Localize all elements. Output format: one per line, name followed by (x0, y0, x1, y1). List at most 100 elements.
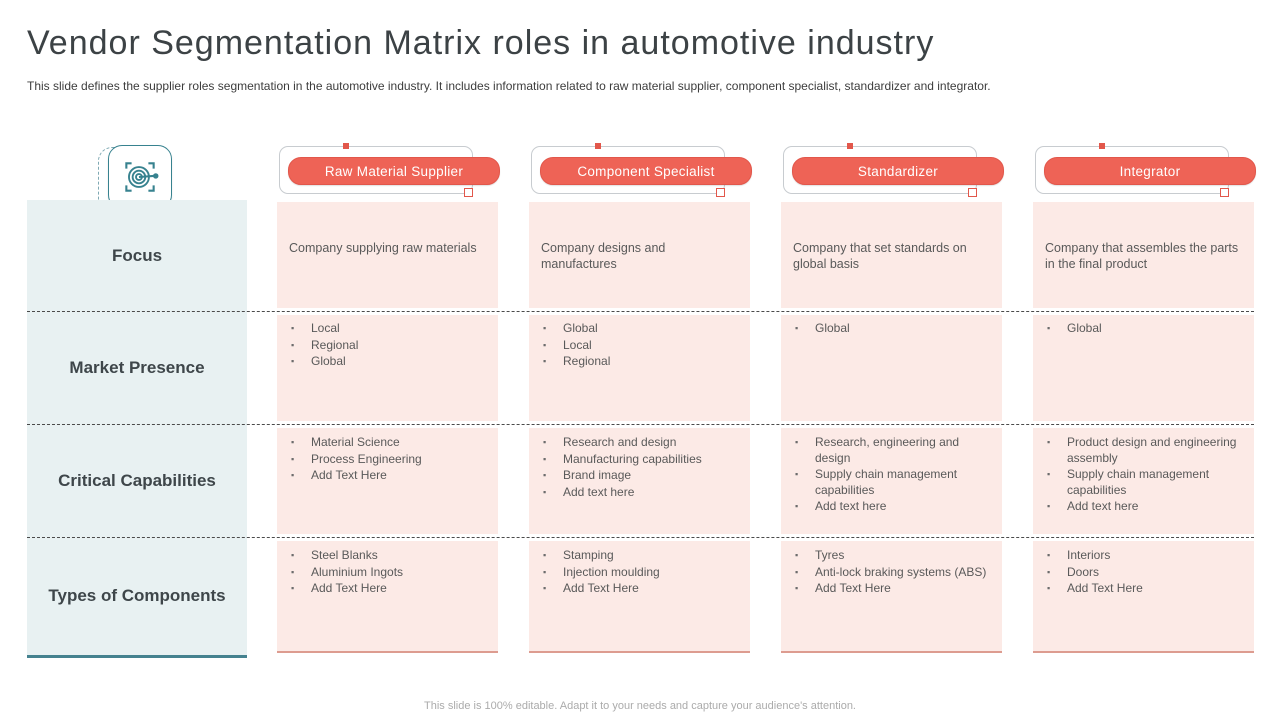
cell-market-presence: Global (781, 315, 1002, 421)
bullet-item: Steel Blanks (291, 548, 490, 565)
column-header: Standardizer (781, 143, 1004, 197)
row-label-text: Types of Components (48, 586, 226, 605)
red-square-marker (1099, 143, 1105, 149)
bullet-item: Product design and engineering assembly (1047, 435, 1246, 467)
bullet-list: GlobalLocalRegional (529, 321, 742, 371)
bullet-item: Brand image (543, 468, 742, 485)
column-integrator: Integrator Company that assembles the pa… (1033, 143, 1256, 657)
bullet-item: Process Engineering (291, 452, 490, 469)
bullet-item: Regional (543, 354, 742, 371)
bullet-item: Global (1047, 321, 1246, 338)
row-label-text: Critical Capabilities (58, 470, 216, 490)
red-square-outline-marker (1220, 188, 1229, 197)
bullet-item: Global (795, 321, 994, 338)
bullet-item: Supply chain management capabilities (1047, 467, 1246, 499)
bullet-item: Local (543, 338, 742, 355)
column-header-pill: Integrator (1044, 157, 1256, 185)
column-header: Component Specialist (529, 143, 752, 197)
red-square-marker (343, 143, 349, 149)
bullet-item: Add Text Here (291, 468, 490, 485)
slide-subtitle: This slide defines the supplier roles se… (27, 79, 991, 93)
column-header-label: Component Specialist (577, 163, 715, 179)
column-header-label: Raw Material Supplier (324, 163, 464, 179)
bullet-item: Global (543, 321, 742, 338)
column-header-pill: Standardizer (792, 157, 1004, 185)
bullet-item: Material Science (291, 435, 490, 452)
bullet-item: Aluminium Ingots (291, 565, 490, 582)
bullet-item: Research and design (543, 435, 742, 452)
bullet-list: StampingInjection mouldingAdd Text Here (529, 548, 742, 598)
bullet-list: Global (781, 321, 994, 338)
bullet-list: Research and designManufacturing capabil… (529, 435, 742, 501)
target-arrow-icon (125, 162, 159, 192)
cell-types-of-components: TyresAnti-lock braking systems (ABS)Add … (781, 541, 1002, 653)
cell-market-presence: LocalRegionalGlobal (277, 315, 498, 421)
bullet-item: Add text here (795, 499, 994, 516)
cell-focus: Company that assembles the parts in the … (1033, 202, 1254, 308)
cell-market-presence: GlobalLocalRegional (529, 315, 750, 421)
row-divider-dashed-line (27, 311, 1254, 312)
cell-types-of-components: StampingInjection mouldingAdd Text Here (529, 541, 750, 653)
red-square-marker (595, 143, 601, 149)
editable-note: This slide is 100% editable. Adapt it to… (424, 700, 856, 712)
cell-focus: Company supplying raw materials (277, 202, 498, 308)
row-label-text: Market Presence (69, 357, 205, 377)
bullet-item: Injection moulding (543, 565, 742, 582)
column-header: Integrator (1033, 143, 1256, 197)
bullet-item: Local (291, 321, 490, 338)
bullet-item: Stamping (543, 548, 742, 565)
bullet-item: Doors (1047, 565, 1246, 582)
cell-focus: Company that set standards on global bas… (781, 202, 1002, 308)
bullet-item: Interiors (1047, 548, 1246, 565)
page-title: Vendor Segmentation Matrix roles in auto… (27, 24, 935, 62)
column-standardizer: Standardizer Company that set standards … (781, 143, 1004, 657)
cell-focus: Company designs and manufactures (529, 202, 750, 308)
bullet-list: Material ScienceProcess EngineeringAdd T… (277, 435, 490, 485)
cell-types-of-components: Steel BlanksAluminium IngotsAdd Text Her… (277, 541, 498, 653)
red-square-outline-marker (464, 188, 473, 197)
row-divider-dashed-line (27, 537, 1254, 538)
cell-critical-capabilities: Material ScienceProcess EngineeringAdd T… (277, 428, 498, 534)
column-header: Raw Material Supplier (277, 143, 500, 197)
cell-critical-capabilities: Research, engineering and designSupply c… (781, 428, 1002, 534)
bullet-item: Add Text Here (543, 581, 742, 598)
bullet-item: Research, engineering and design (795, 435, 994, 467)
focus-text: Company that assembles the parts in the … (1045, 241, 1239, 271)
row-divider-dashed-line (27, 424, 1254, 425)
bullet-item: Global (291, 354, 490, 371)
bullet-list: Product design and engineering assemblyS… (1033, 435, 1246, 516)
bullet-list: Global (1033, 321, 1246, 338)
bullet-item: Regional (291, 338, 490, 355)
bullet-item: Manufacturing capabilities (543, 452, 742, 469)
column-component-specialist: Component Specialist Company designs and… (529, 143, 752, 657)
column-raw-material-supplier: Raw Material Supplier Company supplying … (277, 143, 500, 657)
bullet-item: Add Text Here (1047, 581, 1246, 598)
column-header-label: Integrator (1119, 163, 1181, 179)
bullet-list: TyresAnti-lock braking systems (ABS)Add … (781, 548, 994, 598)
row-label-text: Focus (111, 245, 163, 265)
bullet-item: Supply chain management capabilities (795, 467, 994, 499)
bullet-item: Add text here (543, 485, 742, 502)
bullet-list: Research, engineering and designSupply c… (781, 435, 994, 516)
column-header-pill: Component Specialist (540, 157, 752, 185)
bullet-list: InteriorsDoorsAdd Text Here (1033, 548, 1246, 598)
bullet-item: Add Text Here (795, 581, 994, 598)
row-labels-column: Focus Market Presence Critical Capabilit… (27, 200, 247, 658)
cell-critical-capabilities: Product design and engineering assemblyS… (1033, 428, 1254, 534)
focus-text: Company that set standards on global bas… (793, 241, 967, 271)
cell-critical-capabilities: Research and designManufacturing capabil… (529, 428, 750, 534)
red-square-outline-marker (968, 188, 977, 197)
bullet-list: Steel BlanksAluminium IngotsAdd Text Her… (277, 548, 490, 598)
cell-types-of-components: InteriorsDoorsAdd Text Here (1033, 541, 1254, 653)
bullet-item: Add text here (1047, 499, 1246, 516)
cell-market-presence: Global (1033, 315, 1254, 421)
bullet-item: Tyres (795, 548, 994, 565)
focus-text: Company supplying raw materials (289, 241, 477, 255)
column-header-pill: Raw Material Supplier (288, 157, 500, 185)
row-label-types-of-components: Types of Components (27, 537, 247, 655)
row-label-focus: Focus (27, 200, 247, 311)
red-square-outline-marker (716, 188, 725, 197)
focus-text: Company designs and manufactures (541, 241, 666, 271)
bullet-list: LocalRegionalGlobal (277, 321, 490, 371)
